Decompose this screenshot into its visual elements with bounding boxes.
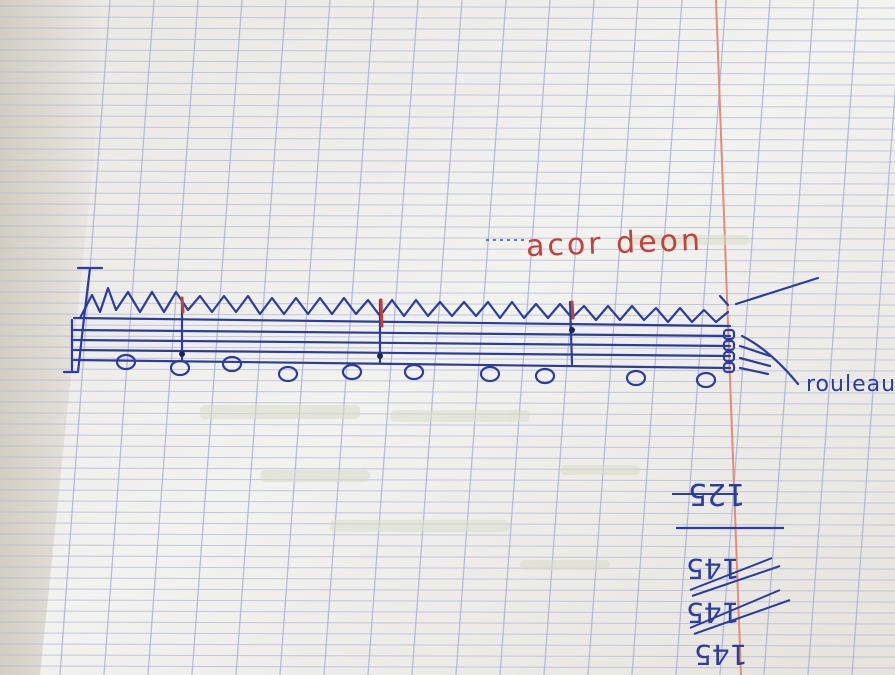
grid-row-line <box>0 214 895 218</box>
grid-row-line <box>0 478 895 482</box>
show-through-marks <box>200 235 750 570</box>
grid-row-line <box>0 544 895 548</box>
grid-column-line <box>675 0 727 675</box>
grid-row-line <box>0 27 895 31</box>
grid-row-line <box>0 82 895 86</box>
grid-column-line <box>279 0 331 675</box>
grid-column-line <box>455 0 507 675</box>
wheel <box>277 365 299 383</box>
joint-marks <box>180 296 575 328</box>
grid-row-line <box>0 621 895 625</box>
grid-row-line <box>0 247 895 251</box>
math-line-1: 145 <box>686 552 740 585</box>
grid-row-line <box>0 313 895 317</box>
wheel <box>403 363 425 381</box>
grid-row-line <box>0 181 895 185</box>
grid-column-line <box>323 0 375 675</box>
grid-column-line <box>499 0 551 675</box>
grid-row-line <box>0 126 895 130</box>
grid-row-line <box>0 588 895 592</box>
wheel <box>169 359 191 377</box>
page-edge-shadow <box>0 0 110 675</box>
grid-row-line <box>0 390 895 394</box>
wheel <box>479 365 501 383</box>
grid-row-line <box>0 49 895 53</box>
grid-row-line <box>0 302 895 306</box>
train-sketch <box>62 266 820 389</box>
wheel <box>341 363 363 381</box>
rollers-label: rouleau <box>806 372 895 397</box>
grid-column-line <box>367 0 419 675</box>
grid-row-line <box>0 456 895 460</box>
math-line-2: 145 <box>686 596 740 629</box>
grid-row-line <box>0 225 895 229</box>
grid-row-line <box>0 489 895 493</box>
grid-row-line <box>0 137 895 141</box>
grid-column-line <box>191 0 243 675</box>
grid-row-line <box>0 148 895 152</box>
grid-row-line <box>0 423 895 427</box>
grid-horizontal-lines <box>0 5 895 669</box>
grid-row-line <box>0 643 895 647</box>
grid-row-line <box>0 5 895 9</box>
grid-row-line <box>0 610 895 614</box>
wheels <box>115 353 717 389</box>
margin-line <box>715 0 742 675</box>
grid-column-line <box>59 0 111 675</box>
grid-row-line <box>0 467 895 471</box>
grid-column-line <box>763 0 815 675</box>
math-top-number: 125 <box>688 476 746 511</box>
wheel <box>115 353 137 371</box>
grid-column-line <box>807 0 859 675</box>
grid-row-line <box>0 500 895 504</box>
math-line-3: 145 <box>694 638 748 671</box>
grid-row-line <box>0 555 895 559</box>
grid-column-line <box>411 0 463 675</box>
grid-column-line <box>631 0 683 675</box>
grid-row-line <box>0 115 895 119</box>
wheel <box>534 367 556 385</box>
grid-row-line <box>0 577 895 581</box>
grid-row-line <box>0 291 895 295</box>
grid-row-line <box>0 632 895 636</box>
grid-row-line <box>0 159 895 163</box>
wheel <box>695 371 717 389</box>
grid-vertical-lines <box>59 0 895 675</box>
grid-row-line <box>0 38 895 42</box>
accordion-label: acor deon <box>525 222 704 265</box>
grid-row-line <box>0 533 895 537</box>
grid-row-line <box>0 368 895 372</box>
grid-row-line <box>0 269 895 273</box>
grid-row-line <box>0 170 895 174</box>
wheel <box>625 369 647 387</box>
grid-row-line <box>0 511 895 515</box>
grid-column-line <box>851 85 895 675</box>
grid-row-line <box>0 599 895 603</box>
grid-row-line <box>0 445 895 449</box>
grid-row-line <box>0 258 895 262</box>
grid-row-line <box>0 434 895 438</box>
grid-row-line <box>0 104 895 108</box>
grid-column-line <box>103 0 155 675</box>
accordion-roof <box>78 286 730 324</box>
grid-row-line <box>0 379 895 383</box>
grid-row-line <box>0 16 895 20</box>
grid-row-line <box>0 401 895 405</box>
joint-pins <box>179 327 575 359</box>
grid-column-line <box>235 0 287 675</box>
grid-row-line <box>0 280 895 284</box>
grid-row-line <box>0 93 895 97</box>
grid-row-line <box>0 203 895 207</box>
grid-column-line <box>147 0 199 675</box>
wheel <box>221 355 243 373</box>
math-strikes <box>672 493 791 635</box>
